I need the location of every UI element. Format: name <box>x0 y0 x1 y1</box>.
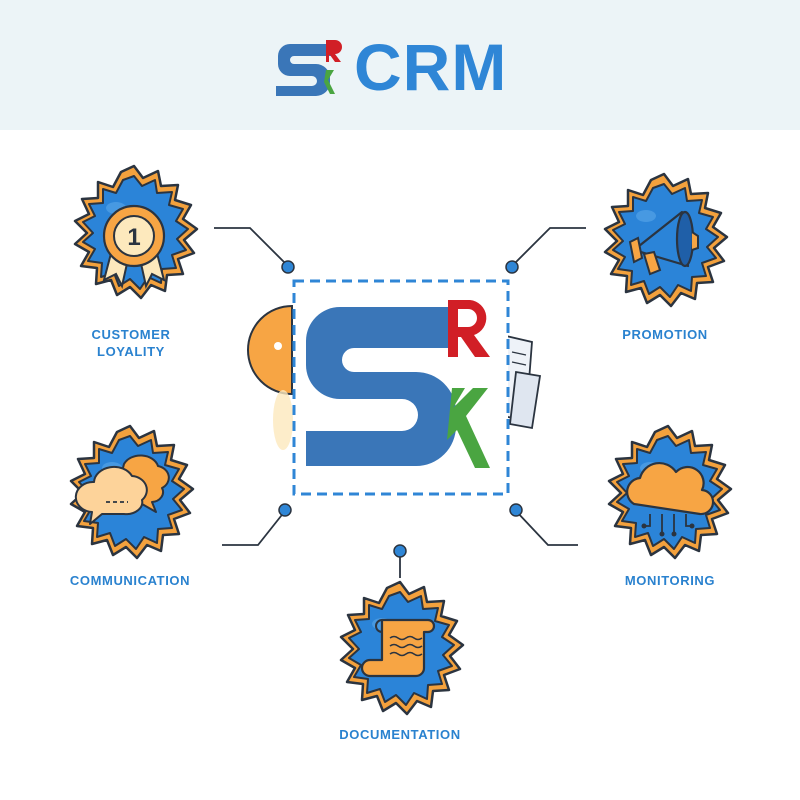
label-monitoring: MONITORING <box>624 573 716 588</box>
connector-customer-loyalty <box>214 227 289 267</box>
header-logo-mark <box>276 40 342 96</box>
customer-loyalty-node: 1 <box>73 164 199 300</box>
header-banner: CRM <box>0 0 800 130</box>
header-title: CRM <box>354 30 508 104</box>
documentation-node <box>339 580 465 716</box>
connector-dot <box>278 503 292 517</box>
logo-s-shape <box>306 307 456 466</box>
monitoring-node <box>607 424 733 560</box>
label-customer-loyalty: CUSTOMER LOYALITY <box>51 326 211 360</box>
logo-r-shape <box>448 300 490 357</box>
medal-number: 1 <box>127 224 140 251</box>
connector-communication <box>222 510 286 546</box>
label-documentation: DOCUMENTATION <box>339 727 461 742</box>
cloud-network-icon <box>626 462 715 537</box>
label-communication: COMMUNICATION <box>69 573 191 588</box>
connector-dot <box>281 260 295 274</box>
label-promotion: PROMOTION <box>622 327 708 342</box>
scroll-document-icon <box>360 618 436 678</box>
medal-ribbon-icon <box>102 204 166 289</box>
connector-dot <box>505 260 519 274</box>
communication-node <box>69 424 195 560</box>
connector-dots <box>278 260 523 558</box>
chat-bubbles-icon <box>74 454 170 525</box>
connector-dot <box>509 503 523 517</box>
label-customer-loyalty-line2: LOYALITY <box>97 344 165 359</box>
connector-promotion <box>511 227 586 267</box>
logo-k-shape <box>447 388 490 468</box>
megaphone-icon <box>628 210 699 276</box>
promotion-node <box>603 172 729 308</box>
center-logo <box>292 279 510 496</box>
lightbulb-decoration <box>247 304 293 396</box>
label-customer-loyalty-line1: CUSTOMER <box>91 327 171 342</box>
connector-monitoring <box>515 510 578 546</box>
connector-dot <box>393 544 407 558</box>
